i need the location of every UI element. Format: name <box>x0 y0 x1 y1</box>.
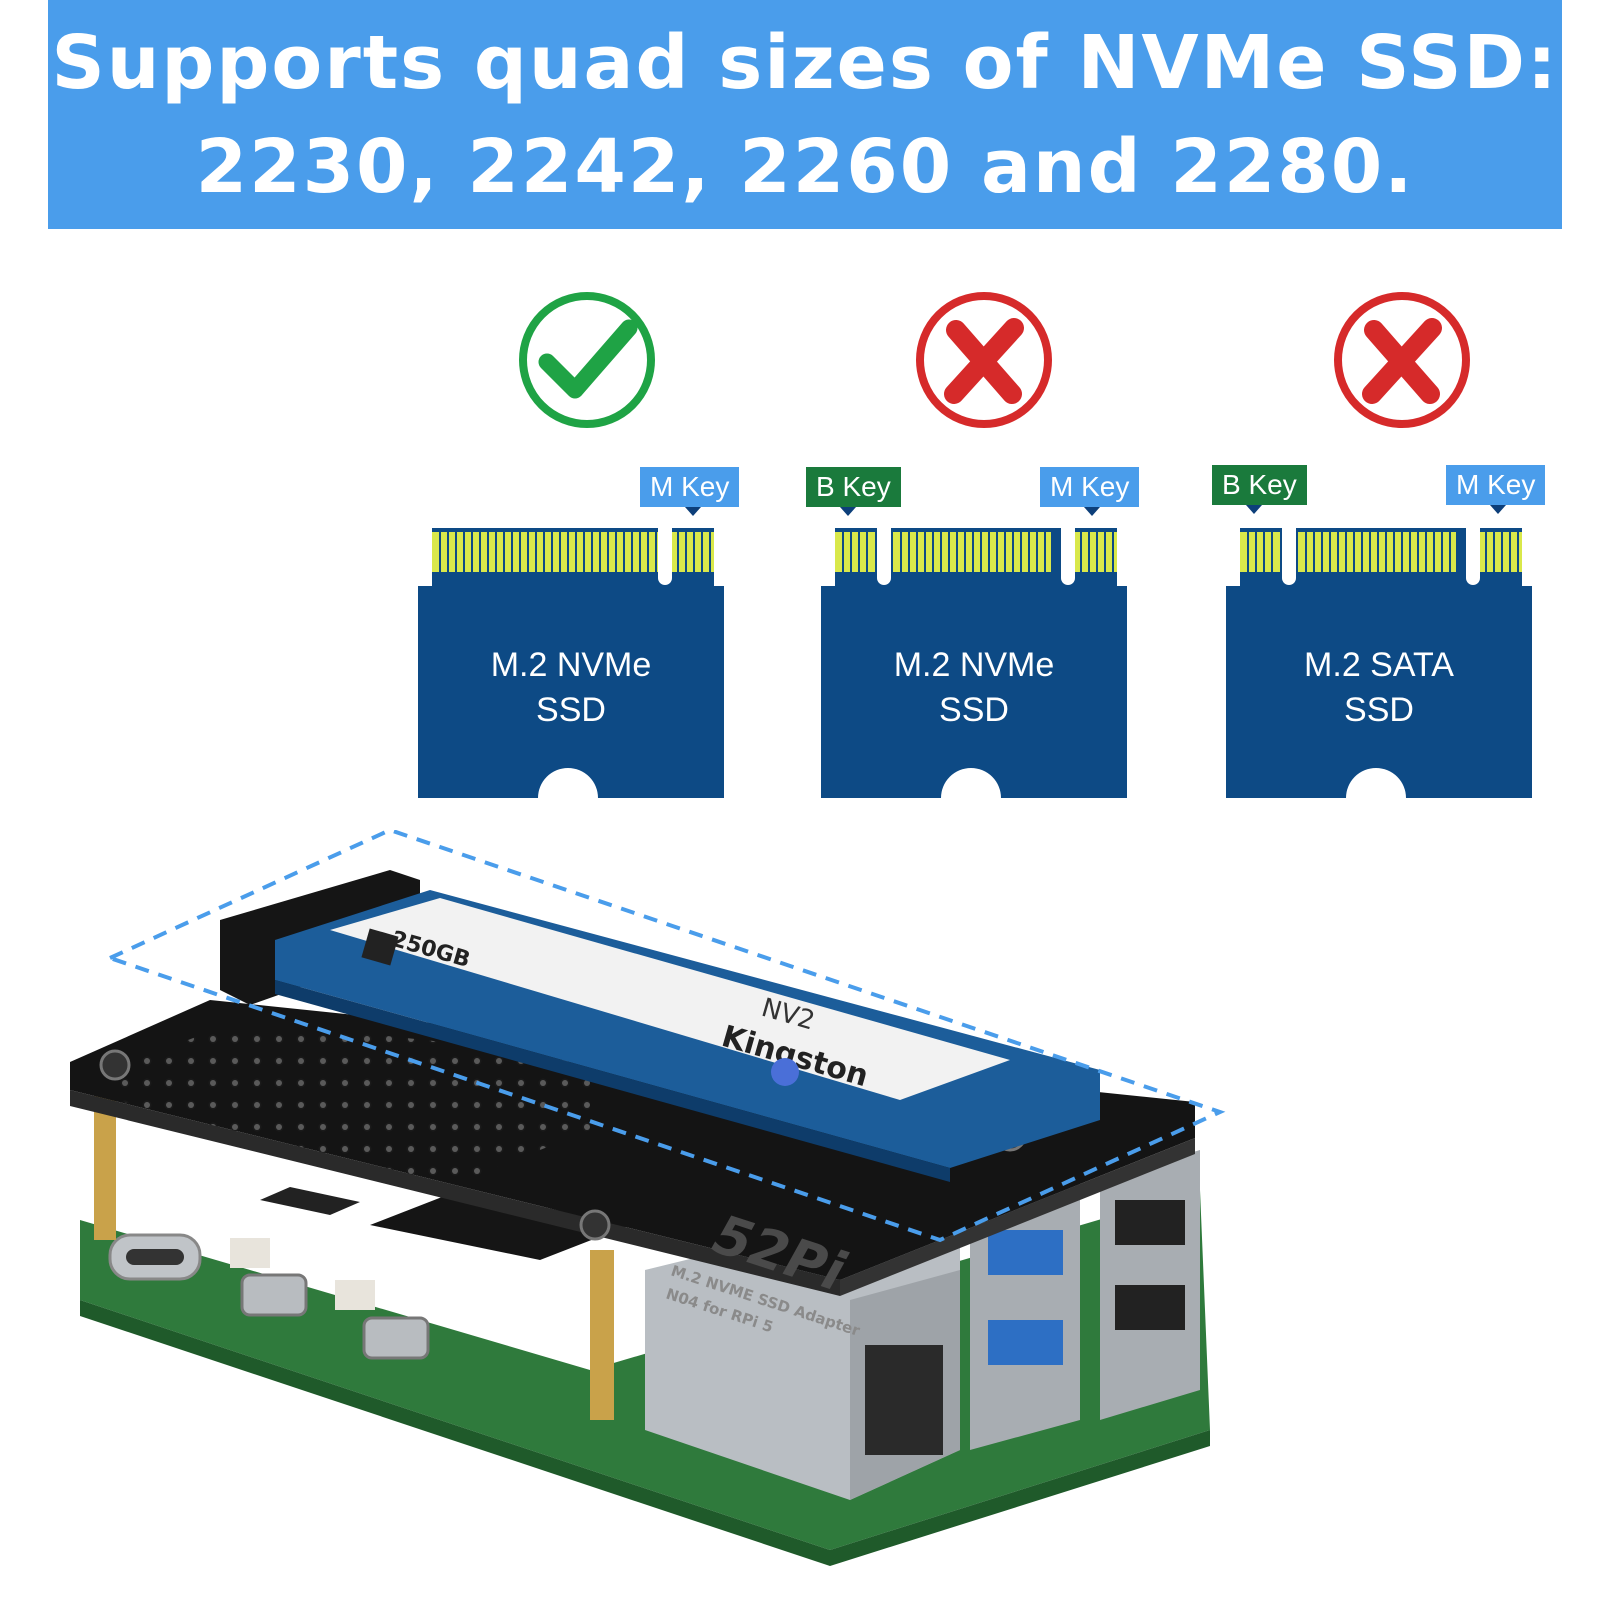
product-photo: 52Pi M.2 NVME SSD Adapter N04 for RPi 5 … <box>70 830 1250 1570</box>
m2-ssd-icon <box>1226 528 1532 798</box>
b-key-label: B Key <box>806 467 901 516</box>
m2-ssd-icon <box>821 528 1127 798</box>
ssd-adapter-on-raspberry-pi-illustration: 52Pi M.2 NVME SSD Adapter N04 for RPi 5 … <box>70 830 1226 1566</box>
check-circle-icon <box>517 290 657 430</box>
m-key-text: M Key <box>1456 469 1536 500</box>
x-circle-icon <box>914 290 1054 430</box>
b-key-text: B Key <box>1222 469 1297 500</box>
headline-line-1: Supports quad sizes of NVMe SSD: <box>51 19 1559 106</box>
m-key-text: M Key <box>650 471 730 502</box>
m-key-text: M Key <box>1050 471 1130 502</box>
m2-ssd-icon <box>418 528 724 798</box>
m-key-label: M Key <box>640 467 740 516</box>
ssd-card-bm-key-sata: M.2 SATA SSD <box>1226 528 1532 798</box>
b-key-text: B Key <box>816 471 891 502</box>
m-key-label: M Key <box>1446 465 1546 514</box>
pointer-arrow-icon <box>840 507 856 516</box>
headline-line-2: 2230, 2242, 2260 and 2280. <box>195 123 1415 210</box>
m-key-label: M Key <box>1040 467 1140 516</box>
ssd-label: M.2 SATA SSD <box>1304 646 1454 729</box>
pointer-arrow-icon <box>1084 507 1100 516</box>
pointer-arrow-icon <box>1490 505 1506 514</box>
headline-banner: Supports quad sizes of NVMe SSD: 2230, 2… <box>48 0 1562 229</box>
ssd-card-m-key-nvme: M.2 NVMe SSD <box>418 528 724 798</box>
pointer-arrow-icon <box>1246 505 1262 514</box>
ssd-card-bm-key-nvme: M.2 NVMe SSD <box>821 528 1127 798</box>
ssd-label: M.2 NVMe SSD <box>893 646 1055 729</box>
ssd-label: M.2 NVMe SSD <box>490 646 652 729</box>
x-circle-icon <box>1332 290 1472 430</box>
pointer-arrow-icon <box>685 507 701 516</box>
b-key-label: B Key <box>1212 465 1307 514</box>
